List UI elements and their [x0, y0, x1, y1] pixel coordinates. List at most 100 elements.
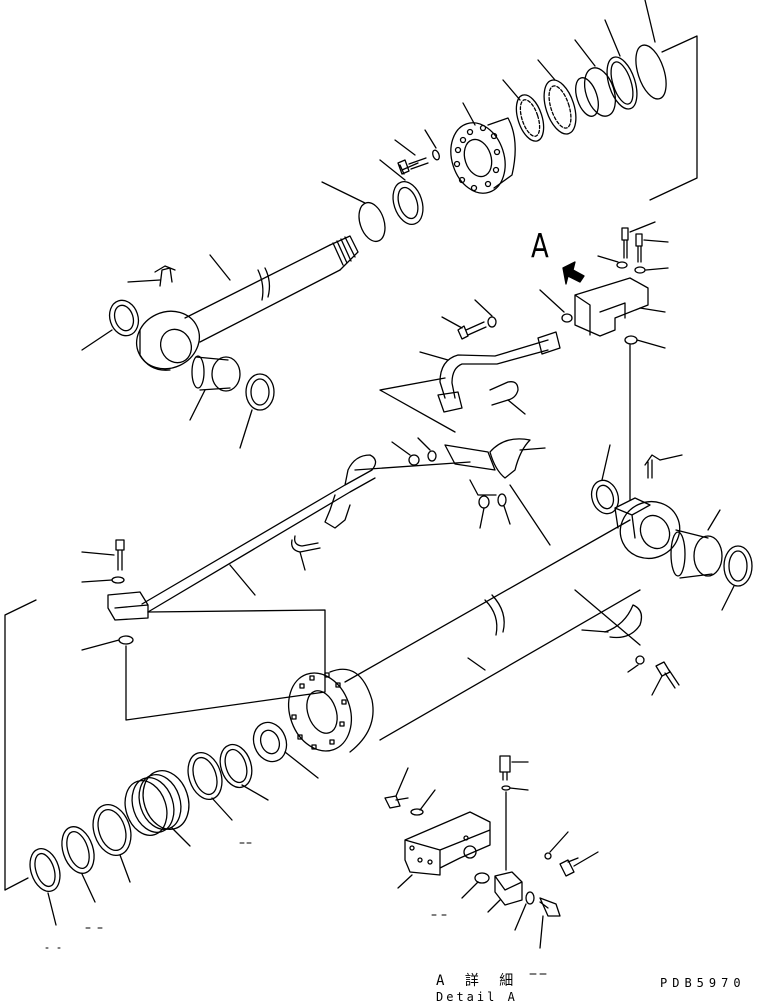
seal-ring-inner — [66, 831, 90, 869]
cylinder-head-bore — [463, 138, 493, 178]
valve-block — [574, 277, 649, 337]
leader-line — [391, 441, 411, 456]
ring — [606, 56, 638, 110]
clamp — [604, 604, 643, 639]
tube-head-bore — [306, 690, 338, 734]
piston-grooves — [124, 774, 182, 836]
bolt — [655, 661, 680, 689]
rod-eye-bore — [159, 328, 193, 364]
frame-line — [574, 589, 641, 646]
o-ring — [118, 635, 134, 645]
seal-ring — [245, 373, 275, 411]
leader-line — [487, 899, 501, 913]
leader-line — [81, 873, 96, 903]
leader-line — [209, 254, 231, 281]
seal-ring-inner — [728, 550, 748, 582]
threaded-ring — [515, 94, 545, 142]
detail-caption-japanese: A 詳 細 — [436, 973, 520, 989]
u-bolt — [489, 381, 519, 406]
wear-ring — [219, 743, 253, 789]
piston-face — [142, 770, 190, 830]
grease-fitting — [644, 454, 661, 479]
leader-line — [81, 639, 120, 651]
o-ring — [561, 313, 573, 323]
leader-line — [519, 447, 546, 451]
leader-line — [707, 509, 721, 531]
clamp — [489, 438, 531, 479]
leader-line — [397, 874, 413, 889]
seal-ring-inner — [595, 484, 615, 510]
bushing-back — [575, 77, 599, 117]
cylinder-head-body — [487, 117, 516, 189]
long-pipe — [147, 461, 471, 613]
leader-line — [229, 564, 256, 596]
tube-flange — [437, 391, 463, 413]
pipe-block — [107, 591, 149, 621]
washer — [635, 655, 645, 665]
detail-bolt — [539, 897, 561, 917]
pipe-clip — [324, 494, 351, 529]
detail-washer — [525, 891, 535, 905]
leader-line — [636, 339, 666, 349]
washer — [427, 450, 437, 462]
detail-block-small — [494, 871, 523, 906]
seal-ring — [61, 826, 95, 874]
seal-ring — [590, 479, 620, 515]
leader-line — [537, 59, 556, 81]
leader-line — [573, 851, 599, 867]
clamp-bracket — [444, 444, 496, 471]
leader-line — [419, 351, 449, 361]
bolt — [635, 233, 643, 263]
leader-line — [241, 784, 269, 801]
leader-line — [119, 854, 131, 883]
leader-line — [417, 437, 431, 451]
wear-ring-inner — [224, 748, 248, 784]
wear-ring — [92, 804, 132, 856]
tick-marks — [45, 842, 547, 975]
leader-line — [604, 19, 621, 57]
leader-line — [394, 139, 416, 156]
leader-line — [503, 505, 511, 525]
bolt — [621, 227, 629, 259]
bottom-eye — [619, 500, 681, 560]
leader-line — [502, 79, 521, 101]
mounting-pad — [614, 497, 651, 539]
rod-thread — [329, 235, 359, 271]
leader-line — [461, 881, 479, 899]
leader-line — [644, 0, 656, 43]
frame-line-upper-right — [649, 35, 698, 201]
frame-line-left-outer — [4, 599, 37, 891]
leader-line — [549, 831, 569, 853]
threaded-ring — [543, 79, 577, 135]
bushing-face — [693, 535, 723, 577]
leader-line — [424, 129, 437, 149]
leader-line — [441, 316, 463, 329]
leader-line — [474, 299, 493, 317]
leader-line — [539, 915, 544, 949]
piston-nut — [252, 721, 288, 763]
leader-line — [299, 551, 306, 571]
leader-line — [721, 585, 735, 611]
leader-line — [651, 675, 663, 696]
leader-line — [539, 289, 565, 313]
detail-valve-block — [404, 811, 491, 876]
detail-block-holes — [409, 835, 469, 865]
rod-eye-outer — [136, 310, 200, 370]
nut — [478, 495, 490, 509]
leader-line — [514, 903, 527, 931]
bottom-eye-bore — [639, 514, 671, 550]
tube-head-body — [329, 668, 374, 753]
bolt-shank — [408, 157, 427, 165]
seal-ring — [29, 847, 61, 893]
leader-line — [211, 797, 233, 821]
tube-break — [484, 594, 505, 636]
detail-fitting — [384, 795, 409, 809]
leader-line — [379, 159, 406, 181]
bushing-back — [670, 531, 686, 577]
leader-line — [509, 484, 551, 546]
leader-line — [645, 267, 669, 271]
detail-o-ring — [544, 852, 552, 860]
detail-bolt — [559, 857, 579, 877]
washer — [432, 149, 440, 161]
seal-ring-inner — [34, 852, 56, 888]
